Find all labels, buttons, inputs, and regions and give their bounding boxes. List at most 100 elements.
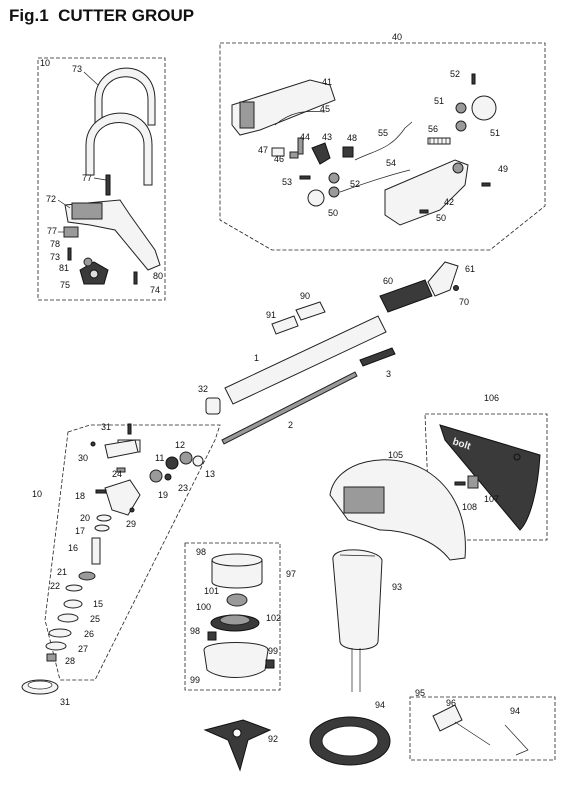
nut-51a [455,102,467,132]
label-98a: 98 [190,626,200,636]
switch-48 [342,146,354,158]
label-94: 94 [510,706,520,716]
eyelet-98b [265,659,275,669]
label-90: 92 [268,734,278,744]
group-outline-93 [409,696,556,761]
bolt-106 [454,481,466,486]
label-2: 2 [288,420,293,430]
outer-pipe-1 [224,315,387,405]
label-96: 97 [286,569,296,579]
label-47: 47 [258,145,268,155]
label-51b: 52 [350,179,360,189]
label-102: 102 [266,613,281,623]
label-43: 43 [322,132,332,142]
screw-49b [419,209,429,214]
nut-107 [513,453,521,461]
label-27: 28 [65,656,75,666]
washer-21 [65,584,83,592]
label-46: 46 [274,154,284,164]
nut-27 [46,653,57,662]
screw-49a [481,182,491,187]
spring-101 [226,593,248,607]
wrench-95 [432,704,491,746]
label-75: 77 [47,226,57,236]
part-23 [116,467,126,473]
holder-25 [48,628,72,638]
label-95: 96 [446,698,456,708]
screw-73b [133,271,138,285]
handle-bracket-71 [64,199,161,271]
group-outline-40 [219,42,546,251]
label-31: 31 [101,422,111,432]
figure-title: Fig.1 CUTTER GROUP [9,6,194,26]
label-55: 56 [428,124,438,134]
spool-cap-97 [211,553,263,589]
label-103: 105 [388,450,403,460]
label-19: 20 [80,513,90,523]
screw-52a [471,73,476,85]
bolt-76 [105,174,111,196]
label-61: 70 [459,297,469,307]
label-50a: 50 [328,208,338,218]
label-42: 42 [444,197,454,207]
group-outline-96 [184,542,281,691]
label-97: 98 [196,547,206,557]
label-10: 10 [32,489,42,499]
figure-heading: CUTTER GROUP [58,6,195,25]
harness-strap-91 [332,549,383,692]
bearing-11 [165,456,179,470]
label-53: 54 [386,158,396,168]
label-77b: 80 [153,271,163,281]
holder-14 [63,599,83,609]
label-40: 40 [392,32,402,42]
loop-handle-72 [85,67,156,186]
clamp-75 [63,226,79,238]
label-73b: 74 [150,285,160,295]
boss-50a [307,189,325,207]
label-41: 41 [322,77,332,87]
label-44: 44 [300,132,310,142]
label-16: 17 [75,526,85,536]
snap-ring-13 [192,455,204,467]
throttle-trigger-43 [311,142,331,165]
bracket-31 [104,439,139,459]
wire-54 [354,121,413,161]
label-21: 22 [50,581,60,591]
nut-51b [328,172,340,198]
boss-50b [471,95,497,121]
label-22: 23 [178,483,188,493]
label-100: 100 [196,602,211,612]
label-92: 94 [375,700,385,710]
bearing-12 [179,451,193,465]
label-13: 13 [205,469,215,479]
housing-half-42 [384,159,469,226]
label-45: 45 [320,104,330,114]
label-12: 12 [175,440,185,450]
label-52a: 52 [450,69,460,79]
label-76: 77 [82,173,92,183]
label-60: 61 [465,264,475,274]
screw-29 [90,441,96,447]
washer-19 [96,514,112,522]
throttle-cable-45 [274,111,326,126]
label-72: 73 [72,64,82,74]
grip-sleeve-56 [379,279,433,313]
label-54: 55 [378,128,388,138]
spring-55 [427,137,451,145]
clamp-60 [427,261,459,297]
trigger-part-44 [297,137,304,155]
cable-53 [339,169,411,193]
label-26: 27 [78,644,88,654]
label-28: 29 [126,519,136,529]
label-3: 3 [386,369,391,379]
washer-26 [45,641,67,651]
label-48: 48 [347,133,357,143]
screw-61 [453,285,459,291]
label-70: 10 [40,58,50,68]
label-1: 1 [254,353,259,363]
group-outline-70 [37,57,166,301]
eyelet-98a [207,631,217,641]
label-80: 90 [300,291,310,301]
label-78: 81 [59,263,69,273]
